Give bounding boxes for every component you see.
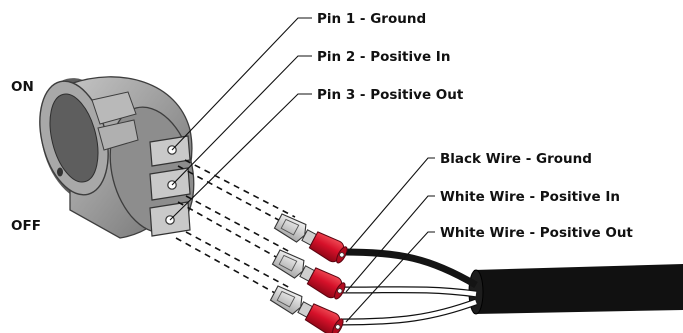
white-wire-in-label: White Wire - Positive In — [440, 189, 620, 205]
leader-pin-3 — [169, 93, 312, 221]
leader-white-out — [345, 231, 435, 323]
leader-black-wire — [345, 157, 435, 255]
connector-1 — [273, 213, 348, 264]
alignment-lines — [175, 159, 296, 299]
dashed-line-1b — [177, 165, 289, 226]
off-label: OFF — [11, 218, 41, 234]
leader-white-in — [345, 195, 435, 293]
white-wire-out-label: White Wire - Positive Out — [440, 225, 633, 241]
dashed-line-2 — [185, 195, 293, 254]
pin-1-label: Pin 1 - Ground — [317, 11, 426, 27]
connector-3 — [269, 285, 344, 333]
leader-pin-2 — [171, 55, 312, 186]
rocker-switch — [39, 76, 195, 239]
on-label: ON — [11, 79, 34, 95]
dashed-line-3 — [185, 231, 293, 290]
dashed-line-2b — [177, 201, 286, 263]
black-wire-label: Black Wire - Ground — [440, 151, 592, 167]
pin-3-label: Pin 3 - Positive Out — [317, 87, 464, 103]
black-wire — [341, 248, 478, 289]
dashed-line-3b — [175, 237, 285, 299]
terminal-3 — [149, 201, 191, 237]
dashed-line-1 — [184, 159, 296, 218]
connector-2 — [271, 249, 346, 300]
terminal-1 — [149, 135, 191, 167]
pin-2-label: Pin 2 - Positive In — [317, 49, 450, 65]
cable — [341, 248, 683, 326]
leader-pin-1 — [171, 17, 312, 151]
leader-lines — [169, 17, 435, 323]
